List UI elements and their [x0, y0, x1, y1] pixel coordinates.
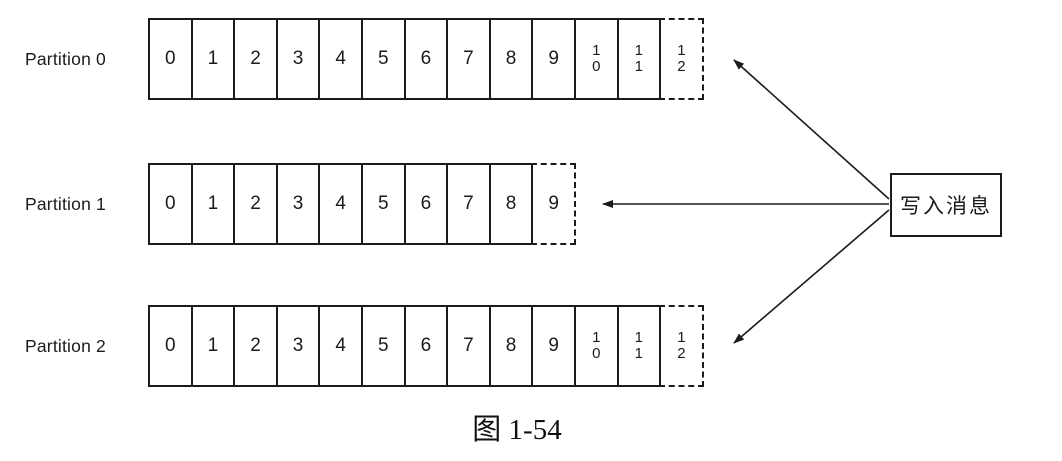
offset-cell: 1 0 [573, 18, 619, 100]
offset-cell: 3 [275, 18, 321, 100]
offset-cell: 0 [148, 18, 193, 100]
offset-cell: 0 [148, 163, 193, 245]
offset-cell: 8 [488, 305, 534, 387]
offset-cell: 3 [275, 163, 321, 245]
offset-cell: 2 [233, 305, 278, 387]
offset-cell: 1 1 [616, 305, 662, 387]
offset-cell: 6 [403, 163, 449, 245]
offset-cell: 4 [318, 305, 363, 387]
offset-cell: 0 [148, 305, 193, 387]
offset-cell: 6 [403, 305, 449, 387]
offset-cell: 6 [403, 18, 449, 100]
offset-cell: 1 0 [573, 305, 619, 387]
offset-cell: 8 [488, 18, 534, 100]
offset-cell: 2 [233, 18, 278, 100]
arrow-to-partition-2 [733, 209, 890, 344]
offset-cell: 1 [190, 163, 236, 245]
offset-cell: 3 [275, 305, 321, 387]
offset-cell: 7 [446, 163, 491, 245]
partition-label: Partition 0 [25, 48, 106, 69]
offset-cell: 5 [360, 305, 406, 387]
offset-cell: 1 1 [616, 18, 662, 100]
next-offset-cell: 9 [531, 163, 576, 245]
offset-cell: 9 [531, 305, 576, 387]
offset-cell: 4 [318, 163, 363, 245]
partition-label: Partition 2 [25, 335, 106, 356]
offset-cell: 5 [360, 163, 406, 245]
offset-cell: 8 [488, 163, 534, 245]
write-message-box: 写入消息 [890, 173, 1002, 237]
offset-cell: 4 [318, 18, 363, 100]
next-offset-cell: 1 2 [659, 305, 704, 387]
offset-cell: 2 [233, 163, 278, 245]
offset-cell: 9 [531, 18, 576, 100]
arrow-to-partition-0 [733, 59, 890, 200]
offset-cell: 7 [446, 18, 491, 100]
next-offset-cell: 1 2 [659, 18, 704, 100]
offset-cell: 1 [190, 18, 236, 100]
partition-label: Partition 1 [25, 193, 106, 214]
offset-cell: 5 [360, 18, 406, 100]
offset-cell: 1 [190, 305, 236, 387]
offset-cell: 7 [446, 305, 491, 387]
figure-caption: 图 1-54 [472, 414, 562, 446]
